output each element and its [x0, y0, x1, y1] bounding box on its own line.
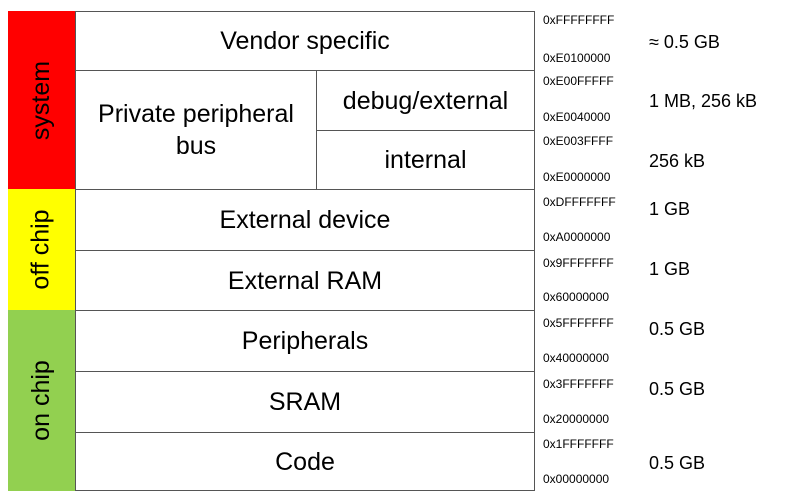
region-on-chip-label: on chip [27, 360, 55, 441]
block-peripherals: Peripherals [75, 310, 535, 372]
block-internal: internal [316, 130, 535, 190]
region-on-chip: on chip [8, 310, 75, 491]
region-system: system [8, 11, 75, 189]
block-sram: SRAM [75, 371, 535, 433]
block-code: Code [75, 432, 535, 491]
block-external-ram-label: External RAM [227, 266, 383, 295]
region-off-chip: off chip [8, 189, 75, 310]
block-external-device: External device [75, 189, 535, 251]
size-label-peripherals: 0.5 GB [649, 319, 706, 339]
block-debug-external-label: debug/external [342, 86, 509, 115]
region-off-chip-label: off chip [27, 209, 55, 290]
block-vendor-specific-label: Vendor specific [220, 27, 390, 55]
block-code-label: Code [275, 447, 335, 476]
address-label: 0x3FFFFFFF [543, 377, 614, 391]
block-debug-external: debug/external [316, 70, 535, 131]
size-label-external-ram: 1 GB [649, 259, 691, 279]
address-label: 0x60000000 [543, 290, 610, 304]
region-system-label: system [27, 60, 55, 140]
address-label: 0xE0100000 [543, 51, 611, 65]
block-external-ram: External RAM [75, 250, 535, 311]
address-label: 0xE0000000 [543, 170, 611, 184]
address-label: 0x20000000 [543, 412, 610, 426]
address-label: 0xE00FFFFF [543, 74, 614, 88]
block-sram-label: SRAM [268, 388, 342, 416]
address-label: 0x40000000 [543, 351, 610, 365]
block-vendor-specific: Vendor specific [75, 11, 535, 71]
size-label-sram: 0.5 GB [649, 379, 706, 399]
block-private-peripheral-bus-label: Private peripheral bus [98, 100, 294, 160]
size-label-internal: 256 kB [649, 151, 706, 171]
size-label-code: 0.5 GB [649, 453, 706, 473]
address-label: 0xE003FFFF [543, 134, 614, 148]
size-label-vendor: ≈ 0.5 GB [649, 32, 720, 52]
address-label: 0x5FFFFFFF [543, 316, 614, 330]
block-private-peripheral-bus: Private peripheral bus [75, 70, 317, 190]
address-label: 0x1FFFFFFF [543, 437, 614, 451]
block-peripherals-label: Peripherals [241, 327, 369, 355]
address-label: 0x00000000 [543, 472, 610, 486]
address-label: 0xE0040000 [543, 110, 611, 124]
block-internal-label: internal [384, 146, 467, 174]
size-label-external-device: 1 GB [649, 199, 691, 219]
block-external-device-label: External device [219, 206, 391, 234]
size-label-debug: 1 MB, 256 kB [649, 91, 758, 111]
address-label: 0xFFFFFFFF [543, 13, 615, 27]
address-label: 0x9FFFFFFF [543, 256, 614, 270]
address-label: 0xDFFFFFFF [543, 195, 616, 209]
address-label: 0xA0000000 [543, 230, 611, 244]
